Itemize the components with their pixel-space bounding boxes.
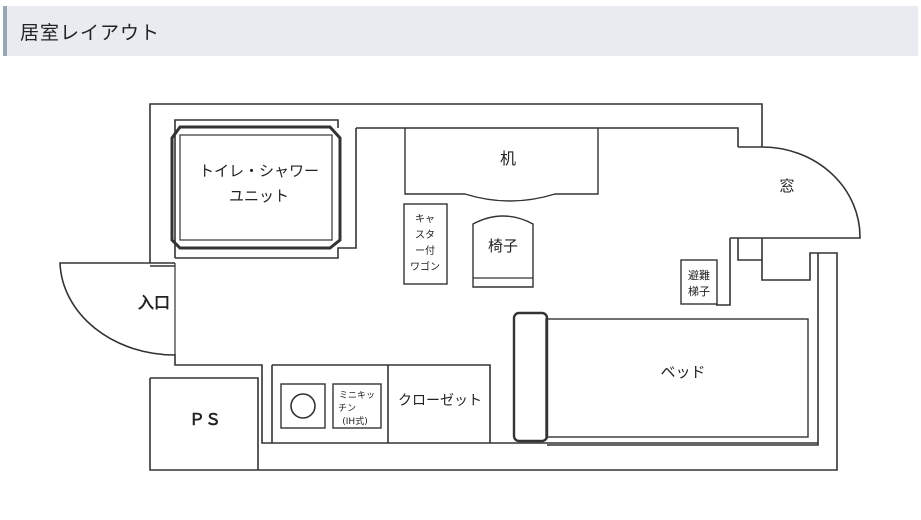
window-label: 窓 bbox=[779, 177, 794, 195]
wagon-label-4: ワゴン bbox=[410, 260, 440, 273]
ladder-label-2: 梯子 bbox=[688, 285, 710, 298]
closet-label: クローゼット bbox=[398, 393, 482, 409]
toilet-label-2: ユニット bbox=[229, 187, 289, 205]
escape-ladder bbox=[680, 259, 718, 305]
section-header: 居室レイアウト bbox=[3, 6, 918, 56]
inner-wall bbox=[174, 119, 339, 258]
toilet-label-1: トイレ・シャワー bbox=[199, 162, 319, 180]
kitchen-label-2: チン bbox=[338, 403, 356, 414]
mini-kitchen bbox=[280, 383, 382, 429]
desk bbox=[404, 128, 599, 202]
desk-label: 机 bbox=[500, 149, 516, 168]
kitchen-label-1: ミニキッ bbox=[339, 391, 375, 401]
chair-label: 椅子 bbox=[488, 237, 518, 255]
caster-wagon bbox=[403, 203, 448, 285]
outer-wall-right bbox=[149, 238, 838, 471]
chair bbox=[472, 215, 534, 288]
wagon-label-1: キャ bbox=[415, 214, 435, 225]
window-arc bbox=[730, 146, 861, 239]
wagon-label-2: スタ bbox=[415, 229, 435, 241]
entrance-label: 入口 bbox=[138, 293, 170, 312]
kitchen-label-3: (IH式) bbox=[342, 415, 367, 427]
section-title: 居室レイアウト bbox=[20, 22, 161, 44]
ladder-label-1: 避難 bbox=[688, 268, 710, 282]
bed bbox=[512, 311, 809, 443]
toilet-shower-unit bbox=[170, 125, 342, 250]
ps-label: ＰＳ bbox=[189, 410, 221, 429]
outer-wall bbox=[149, 103, 763, 263]
wagon-label-3: ー付 bbox=[415, 244, 435, 257]
entrance-door bbox=[59, 262, 176, 356]
bed-label: ベッド bbox=[660, 363, 705, 381]
